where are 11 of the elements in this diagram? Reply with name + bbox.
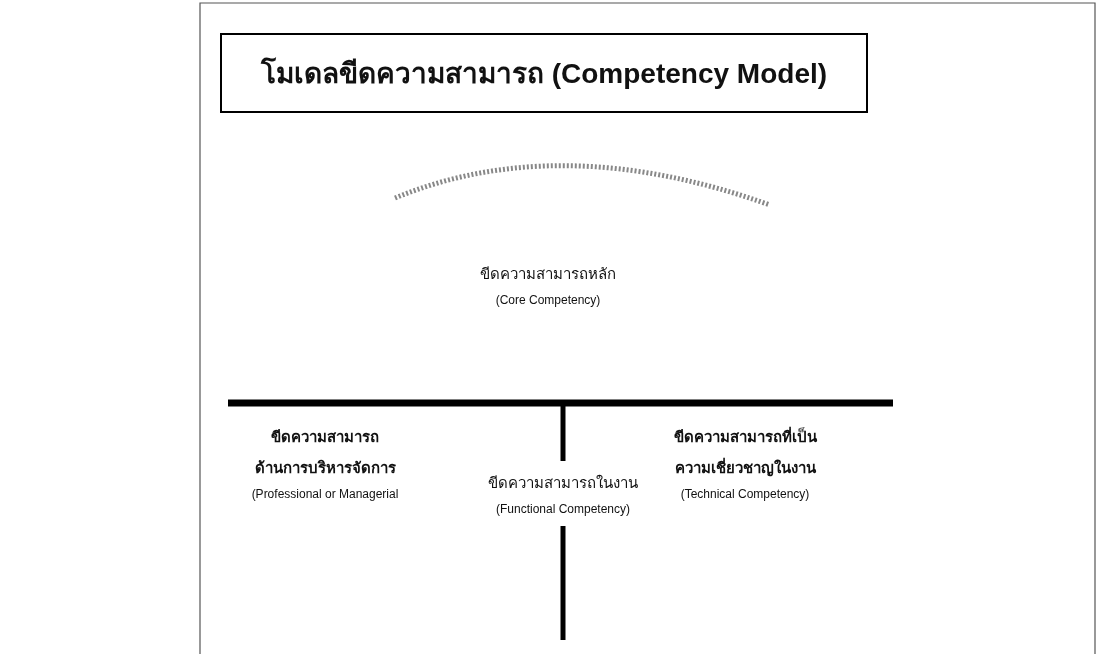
connector-line (560, 526, 566, 640)
competency-label: ขีดความสามารถที่เป็น ความเชี่ยวชาญในงาน (672, 425, 818, 479)
connector-line (560, 406, 566, 461)
english-label: (Professional or Managerial (250, 486, 400, 503)
english-label: (Functional Competency) (494, 501, 632, 518)
title-box: โมเดลขีดความสามารถ (Competency Model) (220, 33, 868, 113)
competency-label: ขีดความสามารถหลัก (479, 264, 617, 284)
competency-label: ขีดความสามารถในงาน (487, 473, 639, 493)
competency-label: ขีดความสามารถ ด้านการบริหารจัดการ (253, 427, 397, 478)
english-label: (Core Competency) (494, 292, 602, 309)
english-label: (Technical Competency) (679, 486, 811, 503)
